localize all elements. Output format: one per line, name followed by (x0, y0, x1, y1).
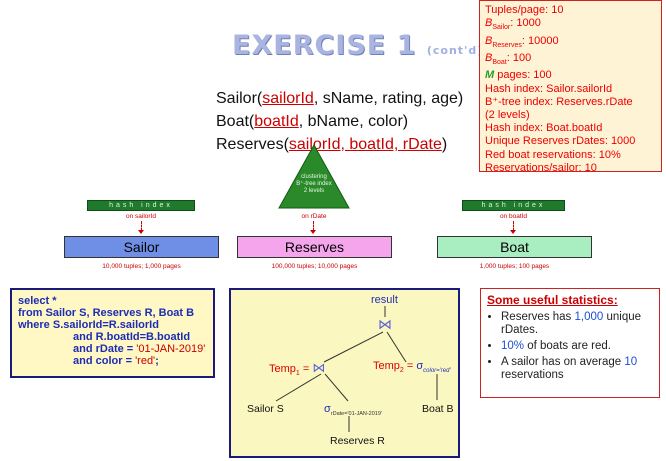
boat-relation-box: Boat (437, 236, 592, 258)
schema-reserves: Reserves(sailorId, boatId, rDate) (216, 136, 447, 154)
reserves-relation-note: 100,000 tuples; 10,000 pages (271, 263, 358, 270)
boat-relation-note: 1,000 tuples; 100 pages (479, 263, 550, 270)
tree-boat: Boat B (422, 403, 454, 415)
sql-line-2: from Sailor S, Reserves R, Boat B (18, 307, 195, 319)
query-tree-edges (275, 306, 438, 432)
btree-triangle-icon (278, 144, 350, 209)
stat-hash-boat: Hash index: Boat.boatId (485, 122, 603, 135)
schema-name: Boat( (216, 113, 255, 130)
sql-line-5: and rDate = '01-JAN-2019' (73, 343, 206, 355)
title-main: EXERCISE 1 (232, 30, 417, 61)
stats-box: Tuples/page: 10 BSailor: 1000 BReserves:… (479, 0, 662, 174)
sql-line-3: where S.sailorId=R.sailorId (18, 319, 159, 331)
slide-title: EXERCISE 1 (cont'd) (232, 30, 483, 61)
useful-item: Reserves has 1,000 unique rDates. (501, 311, 653, 337)
stat-tuples-page: Tuples/page: 10 (485, 4, 564, 16)
sailor-relation-note: 10,000 tuples; 1,000 pages (102, 263, 181, 270)
title-sub: (cont'd) (426, 44, 484, 57)
tree-root-join-icon: ⋈ (378, 316, 392, 332)
stat-red-boat: Red boat reservations: 10% (485, 148, 621, 161)
reserves-index-arrow (313, 221, 314, 231)
schema-key: boatId (254, 113, 299, 130)
tree-result: result (371, 294, 398, 306)
tree-sailor: Sailor S (247, 403, 284, 415)
tree-join-icon: ⋈ (312, 360, 326, 375)
boat-index-on: on boatId (499, 213, 528, 220)
stat-b-reserves: BReserves: 10000 (485, 34, 559, 49)
schema-key: sailorId, boatId, rDate (288, 136, 442, 153)
stat-hash-sailor: Hash index: Sailor.sailorId (485, 82, 613, 95)
schema-attrs: , sName, rating, age) (313, 90, 464, 107)
useful-statistics-box: Some useful statistics: Reserves has 1,0… (480, 288, 660, 398)
useful-list: Reserves has 1,000 unique rDates. 10% of… (487, 311, 653, 382)
tree-reserves: Reserves R (330, 435, 385, 447)
sql-line-6: and color = 'red'; (73, 355, 159, 367)
btree-label: clustering B⁺-tree index 2 levels (296, 174, 332, 194)
schema-name: Reserves( (216, 136, 289, 153)
stat-b-sailor: BSailor: 1000 (485, 17, 541, 32)
boat-hash-index: hash index (462, 200, 565, 211)
schema-attrs: ) (441, 136, 448, 153)
stat-b-boat: BBoat: 100 (485, 51, 532, 67)
tree-temp2: Temp2 = σcolor='red' (373, 360, 451, 375)
tree-sigma-icon: σ (416, 360, 424, 372)
stat-unique-rdates: Unique Reserves rDates: 1000 (485, 135, 636, 148)
reserves-index-arrowhead (310, 230, 316, 234)
sailor-index-arrowhead (138, 230, 144, 234)
boat-index-arrowhead (510, 230, 516, 234)
tree-selection-rdate: σrDate='01-JAN-2019' (324, 403, 382, 418)
sailor-hash-index: hash index (87, 200, 195, 211)
reserves-relation-box: Reserves (237, 236, 392, 258)
useful-item: A sailor has on average 10 reservations (501, 356, 653, 382)
tree-temp1: Temp1 = ⋈ (269, 360, 326, 378)
boat-index-arrow (513, 221, 514, 231)
reserves-index-on: on rDate (301, 213, 327, 220)
stat-res-per-sailor: Reservations/sailor: 10 (485, 161, 597, 174)
useful-item: 10% of boats are red. (501, 340, 653, 353)
sql-query-box: select * from Sailor S, Reserves R, Boat… (10, 288, 215, 378)
sailor-index-arrow (141, 221, 142, 231)
stat-m-pages: M pages: 100 (485, 69, 552, 82)
sql-line-1: select * (18, 295, 57, 307)
schema-sailor: Sailor(sailorId, sName, rating, age) (216, 90, 463, 108)
sql-line-4: and R.boatId=B.boatId (73, 331, 191, 343)
useful-heading: Some useful statistics: (487, 293, 618, 307)
schema-name: Sailor( (216, 90, 263, 107)
sailor-index-on: on sailorId (126, 213, 156, 220)
schema-key: sailorId (262, 90, 314, 107)
sailor-relation-box: Sailor (64, 236, 219, 258)
stat-btree-levels: (2 levels) (485, 108, 530, 121)
stat-btree-reserves: B⁺-tree index: Reserves.rDate (485, 95, 633, 108)
query-tree-box: result ⋈ Temp1 = ⋈ Temp2 = σcolor='red' … (229, 288, 460, 458)
schema-attrs: , bName, color) (298, 113, 409, 130)
schema-boat: Boat(boatId, bName, color) (216, 113, 408, 131)
